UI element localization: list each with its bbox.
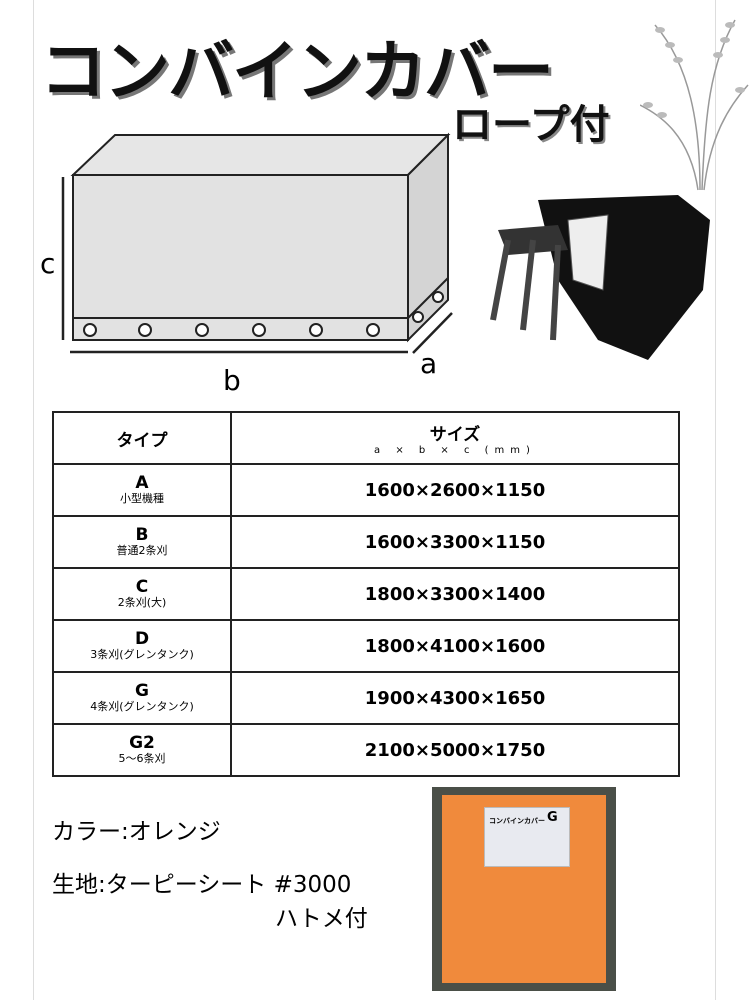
product-photo: コンバインカバー G (432, 787, 616, 991)
size-value: 1800×3300×1400 (230, 567, 680, 621)
header-size: サイズ a × b × c (mm) (230, 411, 680, 465)
dimension-b-label: b (223, 364, 241, 397)
type-letter: G2 (129, 733, 155, 753)
table-header-row: タイプ サイズ a × b × c (mm) (52, 411, 680, 465)
product-label: コンバインカバー G (484, 807, 570, 867)
combine-harvester-image (490, 195, 710, 360)
cover-dimension-diagram: c b a (40, 132, 453, 397)
type-letter: C (135, 577, 149, 597)
color-info: カラー:オレンジ (52, 819, 221, 845)
grommet-info: ハトメ付 (275, 906, 368, 932)
product-subtitle: ロープ付 (452, 102, 610, 148)
size-value: 2100×5000×1750 (230, 723, 680, 777)
type-note: 3条刈(グレンタンク) (90, 648, 194, 661)
label-type: G (547, 810, 558, 825)
size-value: 1800×4100×1600 (230, 619, 680, 673)
size-value: 1600×2600×1150 (230, 463, 680, 517)
header-type: タイプ (52, 411, 232, 465)
rice-plant-icon (640, 19, 749, 191)
page-border-right (715, 0, 716, 1000)
type-letter: B (135, 525, 149, 545)
type-letter: D (134, 629, 150, 649)
size-value: 1900×4300×1650 (230, 671, 680, 725)
type-letter: G (135, 681, 149, 701)
type-note: 2条刈(大) (117, 596, 167, 609)
type-letter: A (135, 473, 149, 493)
label-title: コンバインカバー (489, 817, 545, 825)
product-title: コンバインカバー (40, 33, 554, 110)
type-note: 普通2条刈 (116, 544, 168, 557)
dimension-c-label: c (40, 247, 55, 280)
page-border-left (33, 0, 34, 1000)
size-value: 1600×3300×1150 (230, 515, 680, 569)
header-size-units: a × b × c (mm) (374, 445, 536, 456)
material-info: 生地:ターピーシート #3000 (52, 872, 352, 898)
dimension-a-label: a (420, 347, 437, 380)
type-note: 5〜6条刈 (118, 752, 166, 765)
type-note: 小型機種 (120, 492, 164, 505)
type-note: 4条刈(グレンタンク) (90, 700, 194, 713)
header-size-label: サイズ (429, 425, 481, 445)
